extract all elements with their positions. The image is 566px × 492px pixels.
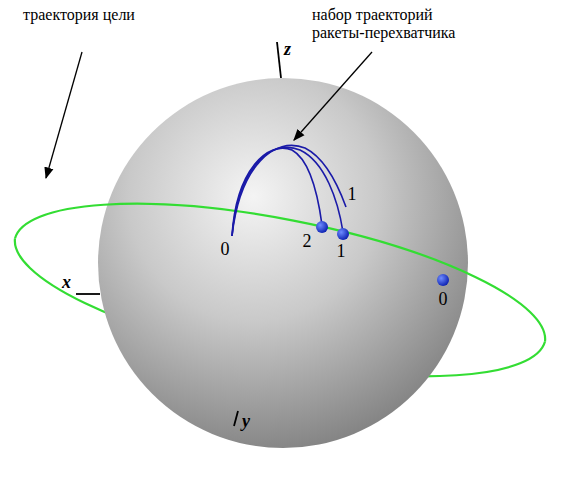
callout-number: 0 <box>436 289 450 309</box>
earth-sphere <box>98 78 468 448</box>
leader-arrow <box>294 52 372 140</box>
callout-number: 2 <box>300 231 314 251</box>
y-axis <box>234 411 238 426</box>
target-point <box>437 274 449 286</box>
callout-number: 1 <box>345 184 359 204</box>
target-trajectory-label: траектория цели <box>14 6 144 24</box>
trajectory <box>232 147 343 236</box>
callout-number: 1 <box>334 241 348 261</box>
target-orbit-front <box>15 204 545 342</box>
leader-arrow <box>46 52 82 178</box>
callout-number: 0 <box>218 239 232 259</box>
trajectory <box>232 145 346 236</box>
intercept-point <box>337 228 349 240</box>
interceptor-set-label: набор траекторий ракеты-перехватчика <box>312 6 484 42</box>
interceptor-trajectories <box>232 145 346 236</box>
axis-label: y <box>242 412 256 430</box>
axis-label: z <box>284 40 298 58</box>
axis-label: x <box>62 273 76 291</box>
intercept-point <box>316 221 328 233</box>
x-axis <box>76 293 100 295</box>
trajectory <box>232 148 322 236</box>
z-axis <box>277 42 281 78</box>
